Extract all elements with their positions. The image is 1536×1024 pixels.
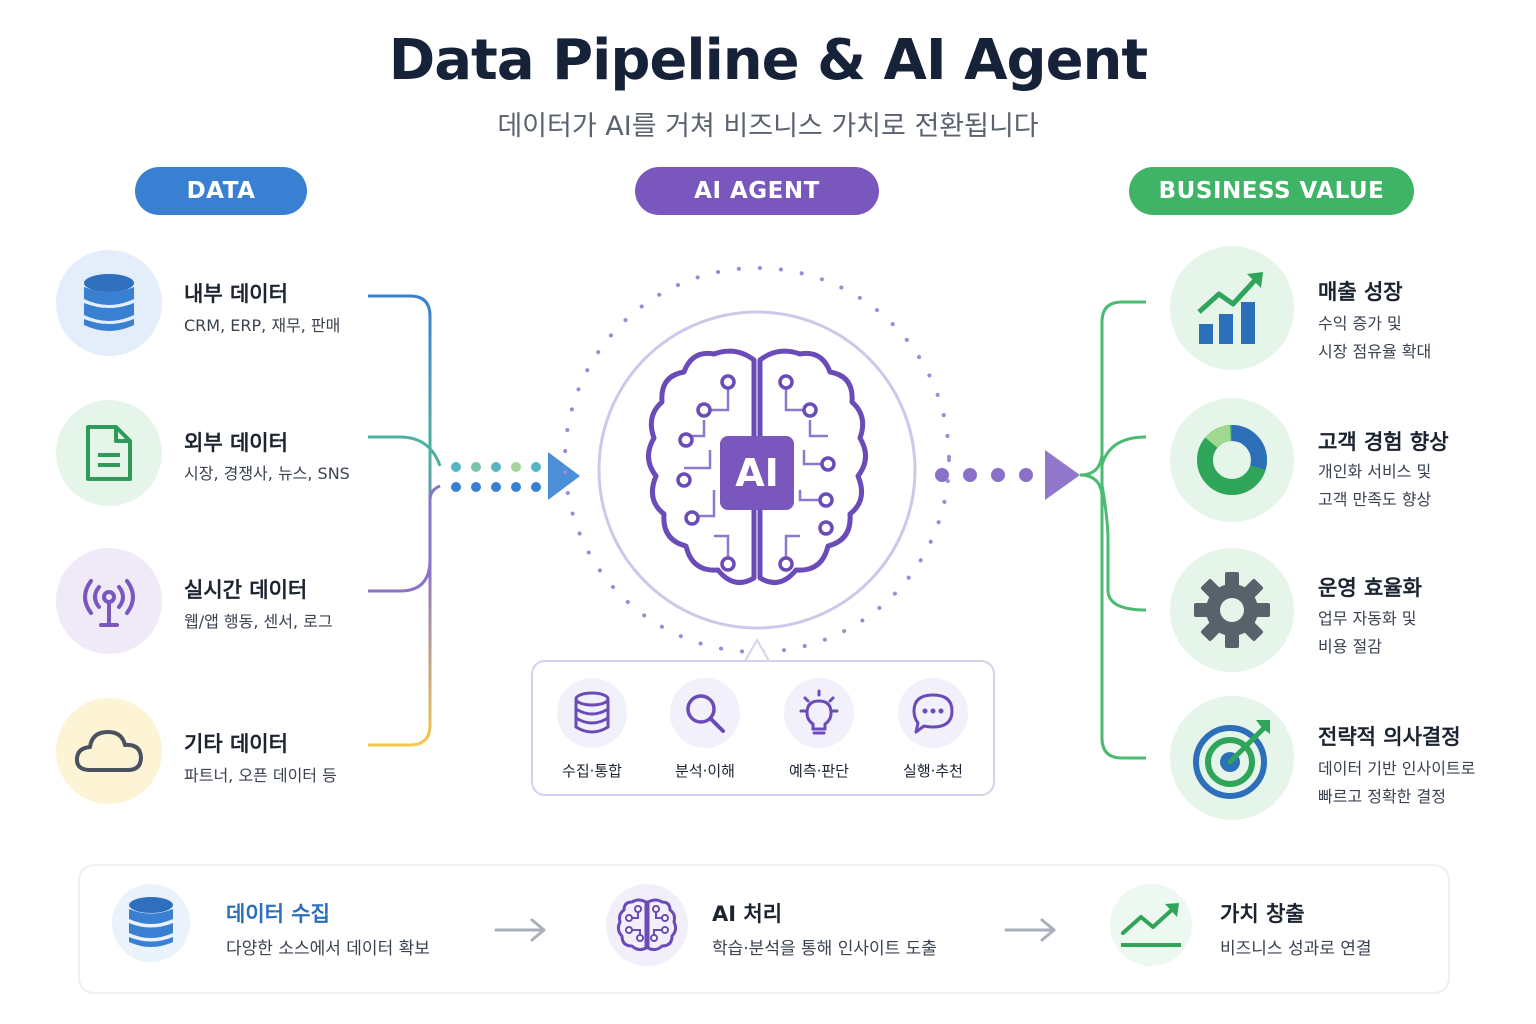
internal-data-icon-circle bbox=[56, 250, 162, 356]
arrow-right-icon bbox=[494, 918, 546, 942]
document-icon bbox=[86, 425, 132, 481]
summary-ai-title: AI 처리 bbox=[712, 902, 783, 926]
customer-experience-icon-circle bbox=[1170, 398, 1294, 522]
left-flow-dots bbox=[451, 462, 541, 492]
lightbulb-icon bbox=[799, 689, 839, 735]
operational-efficiency-title: 운영 효율화 bbox=[1318, 576, 1422, 600]
other-data-title: 기타 데이터 bbox=[184, 732, 288, 756]
summary-ai-desc: 학습·분석을 통해 인사이트 도출 bbox=[712, 939, 937, 959]
cloud-icon bbox=[74, 730, 143, 772]
other-data-icon-circle bbox=[56, 698, 162, 804]
summary-collect-desc: 다양한 소스에서 데이터 확보 bbox=[226, 939, 430, 959]
summary-value-desc: 비즈니스 성과로 연결 bbox=[1220, 939, 1372, 959]
page-title: Data Pipeline & AI Agent bbox=[388, 28, 1148, 93]
customer-experience-desc-line1: 개인화 서비스 및 bbox=[1318, 462, 1432, 481]
revenue-growth-desc-line2: 시장 점유율 확대 bbox=[1318, 342, 1432, 361]
customer-experience-desc-line2: 고객 만족도 향상 bbox=[1318, 490, 1432, 509]
database-icon bbox=[84, 274, 134, 331]
trend-up-icon bbox=[1121, 903, 1181, 947]
section-ai-agent-pill: AI AGENT bbox=[635, 167, 879, 215]
customer-experience-title: 고객 경험 향상 bbox=[1318, 430, 1449, 454]
other-data-desc: 파트너, 오픈 데이터 등 bbox=[184, 766, 337, 785]
operational-efficiency-icon-circle bbox=[1170, 548, 1294, 672]
summary-bar bbox=[78, 864, 1450, 994]
summary-value-icon-circle bbox=[1110, 884, 1192, 966]
revenue-growth-icon-circle bbox=[1170, 246, 1294, 370]
magnifier-icon bbox=[686, 694, 725, 733]
brain-icon bbox=[646, 348, 868, 585]
strategic-decision-icon-circle bbox=[1170, 696, 1294, 820]
donut-chart-icon bbox=[1197, 424, 1267, 495]
target-icon bbox=[1193, 720, 1270, 799]
ai-step-execute: 실행·추천 bbox=[883, 678, 983, 781]
gear-icon bbox=[1194, 572, 1270, 648]
arrow-right-icon bbox=[1004, 918, 1056, 942]
section-business-value-pill: BUSINESS VALUE bbox=[1129, 167, 1414, 215]
realtime-data-title: 실시간 데이터 bbox=[184, 578, 308, 602]
internal-data-desc: CRM, ERP, 재무, 판매 bbox=[184, 316, 341, 335]
database-icon bbox=[129, 897, 173, 947]
strategic-decision-title: 전략적 의사결정 bbox=[1318, 725, 1461, 749]
database-icon bbox=[574, 691, 610, 734]
operational-efficiency-desc-line1: 업무 자동화 및 bbox=[1318, 609, 1417, 628]
internal-data-title: 내부 데이터 bbox=[184, 282, 288, 306]
summary-collect-title: 데이터 수집 bbox=[226, 902, 330, 926]
ai-chip-label: AI bbox=[735, 451, 779, 495]
realtime-data-icon-circle bbox=[56, 548, 162, 654]
brain-icon bbox=[616, 898, 678, 952]
page-subtitle: 데이터가 AI를 거쳐 비즈니스 가치로 전환됩니다 bbox=[497, 111, 1039, 142]
broadcast-icon bbox=[83, 579, 135, 627]
growth-chart-icon bbox=[1197, 272, 1263, 344]
revenue-growth-desc-line1: 수익 증가 및 bbox=[1318, 314, 1402, 333]
external-data-title: 외부 데이터 bbox=[184, 431, 288, 455]
ai-step-collect: 수집·통합 bbox=[542, 678, 642, 781]
section-data-pill: DATA bbox=[135, 167, 307, 215]
summary-value-title: 가치 창출 bbox=[1220, 902, 1305, 926]
realtime-data-desc: 웹/앱 행동, 센서, 로그 bbox=[184, 612, 333, 631]
ai-step-analyze: 분석·이해 bbox=[655, 678, 755, 781]
strategic-decision-desc-line2: 빠르고 정확한 결정 bbox=[1318, 787, 1446, 806]
external-data-desc: 시장, 경쟁사, 뉴스, SNS bbox=[184, 464, 350, 483]
strategic-decision-desc-line1: 데이터 기반 인사이트로 bbox=[1318, 759, 1476, 778]
ai-steps-panel: 수집·통합 분석·이해 예측·판단 bbox=[531, 660, 995, 796]
external-data-icon-circle bbox=[56, 400, 162, 506]
operational-efficiency-desc-line2: 비용 절감 bbox=[1318, 637, 1382, 656]
ai-step-predict: 예측·판단 bbox=[769, 678, 869, 781]
revenue-growth-title: 매출 성장 bbox=[1318, 280, 1403, 304]
summary-ai-icon-circle bbox=[606, 884, 688, 966]
summary-collect-icon-circle bbox=[112, 884, 190, 962]
chat-bubble-icon bbox=[912, 693, 954, 734]
